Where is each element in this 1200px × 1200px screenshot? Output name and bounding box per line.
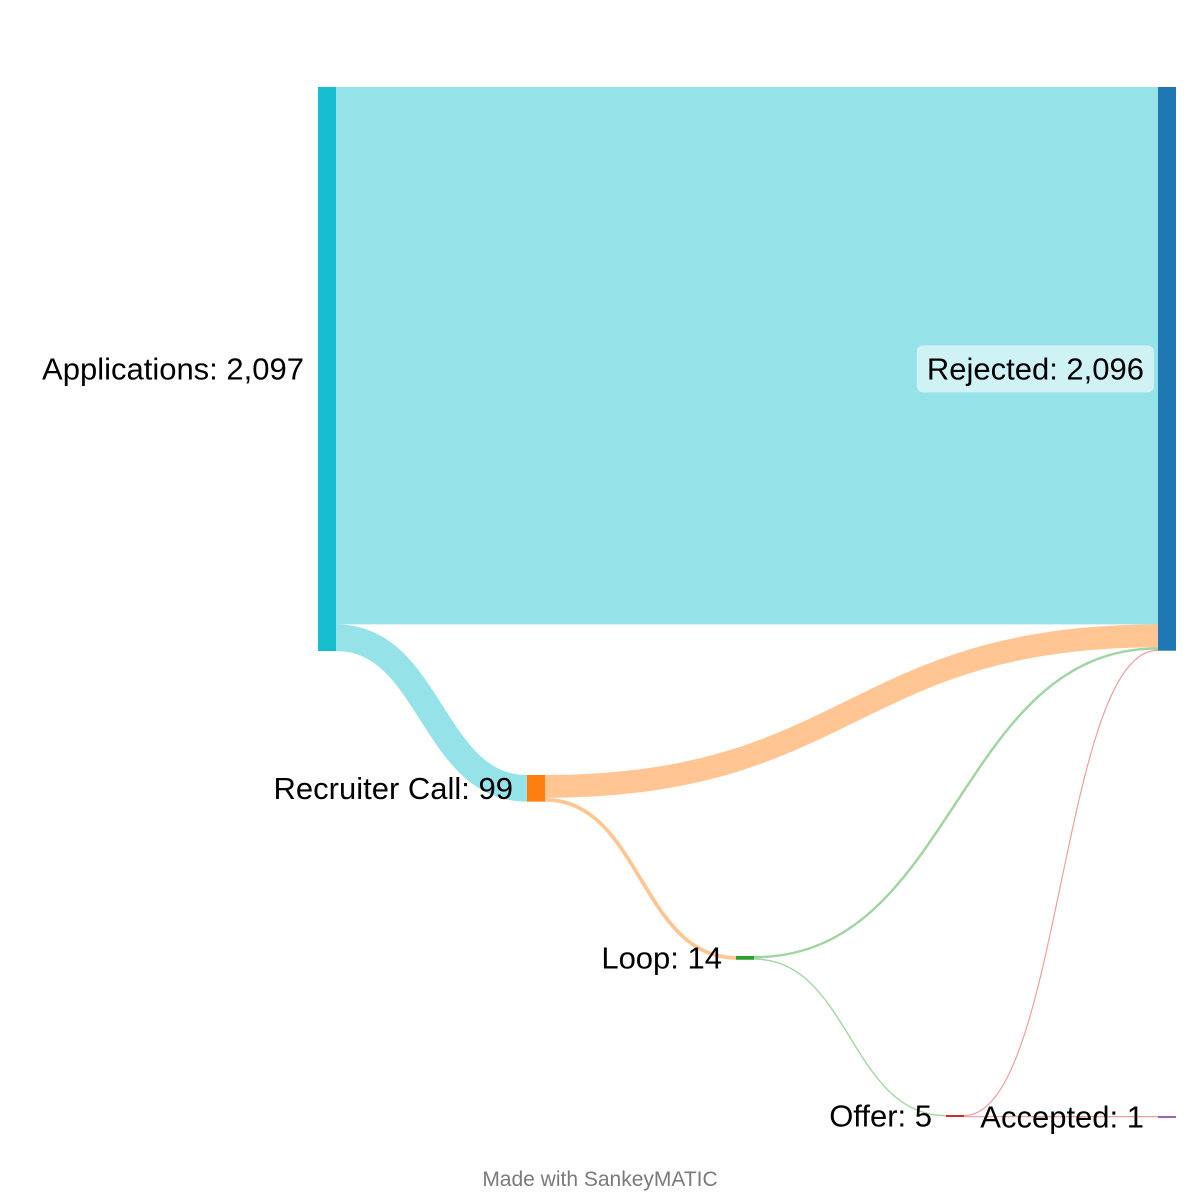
sankey-links [335,87,1159,1118]
node-label-bg-rejected [916,345,1154,393]
flow-offer-to-rejected [963,649,1159,1117]
sankey-nodes [318,87,1176,1118]
credit-footer: Made with SankeyMATIC [482,1168,718,1191]
node-offer [946,1115,964,1117]
flow-loop-to-rejected [753,647,1159,959]
node-label-offer: Offer: 5 [829,1099,932,1134]
node-rejected [1158,87,1176,651]
flow-loop-to-offer [753,958,947,1117]
node-accepted [1158,1116,1176,1118]
node-label-rejected: Rejected: 2,096 [927,351,1144,386]
node-label-recruiter_call: Recruiter Call: 99 [274,771,513,806]
node-recruiter_call [527,775,545,802]
node-label-applications: Applications: 2,097 [42,352,304,387]
node-label-loop: Loop: 14 [601,940,722,975]
node-loop [736,956,754,960]
node-applications [318,87,336,651]
flow-applications-to-recruiter_call [335,624,528,802]
node-label-accepted: Accepted: 1 [980,1100,1144,1135]
flow-recruiter_call-to-loop [544,797,737,960]
flow-recruiter_call-to-rejected [544,624,1159,798]
